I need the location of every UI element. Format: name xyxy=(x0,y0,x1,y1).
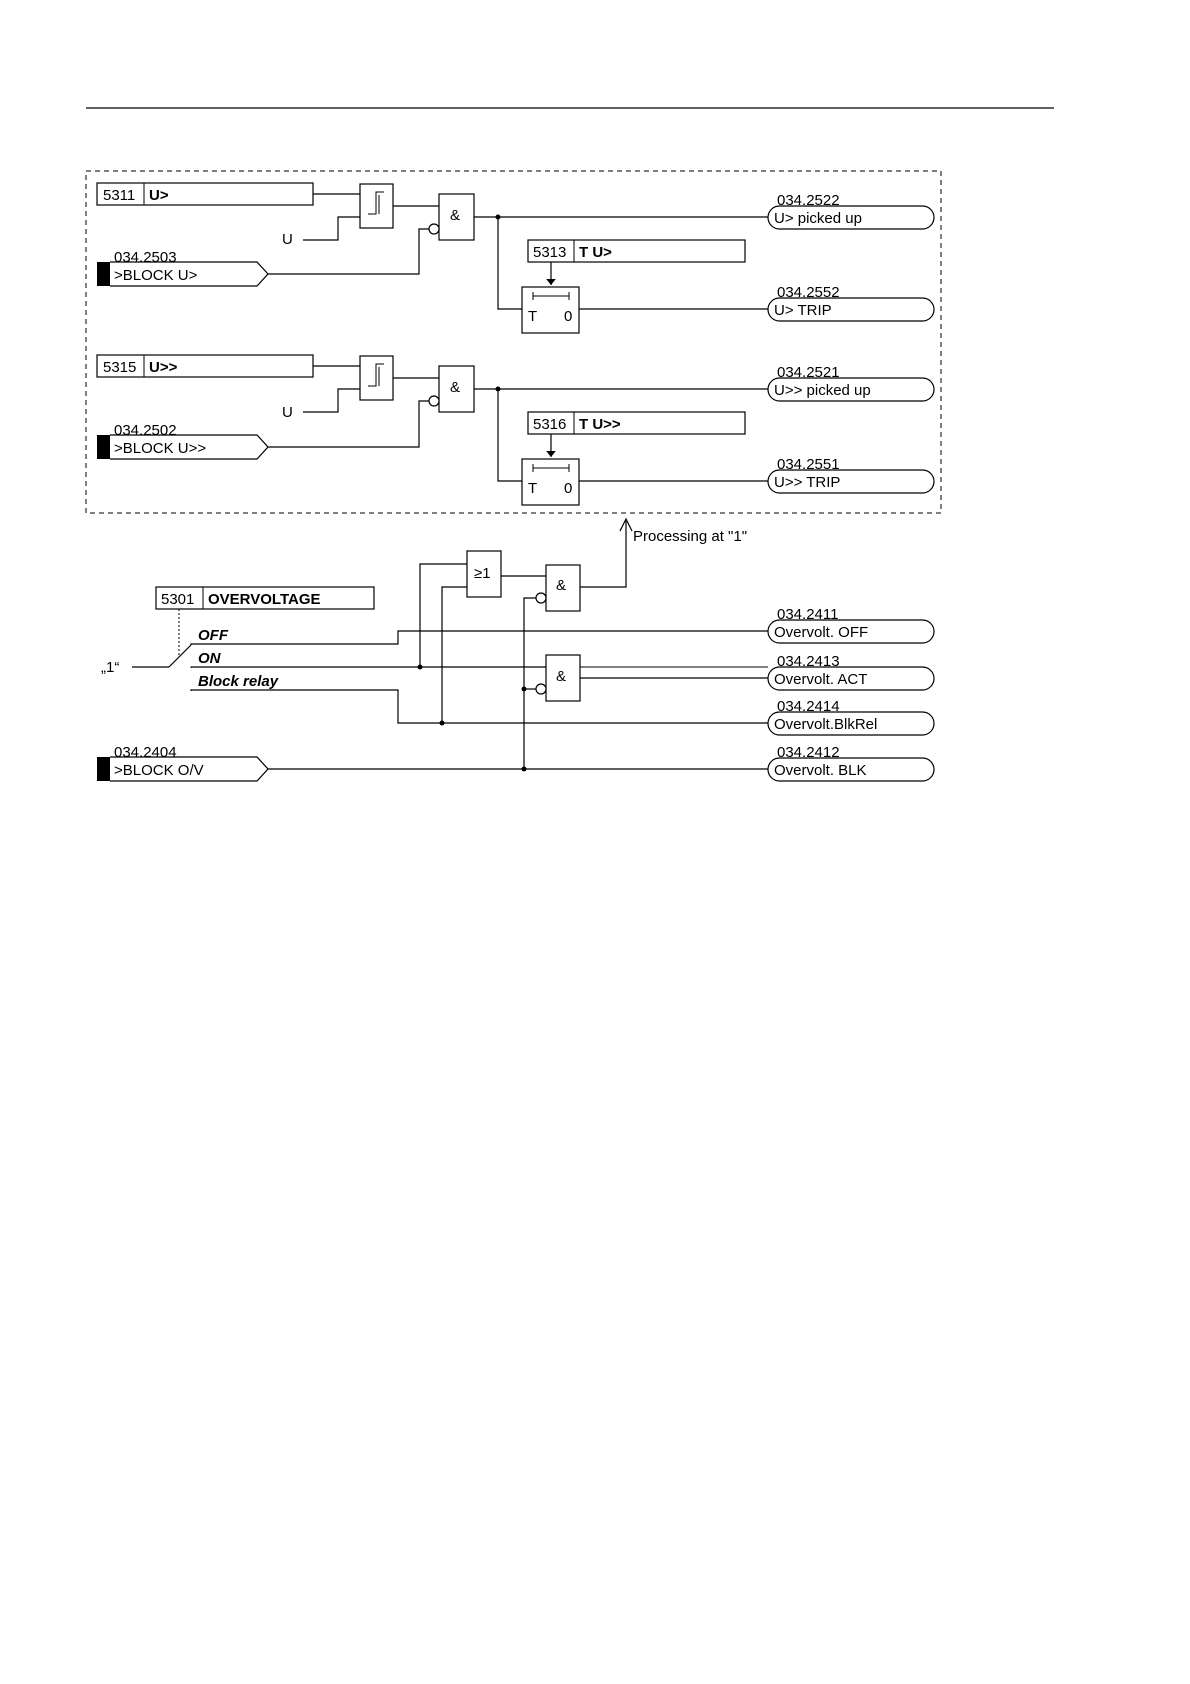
output-trip xyxy=(767,469,935,494)
timer-block xyxy=(521,286,580,334)
block-input-label: >BLOCK U> xyxy=(114,267,198,284)
block-input-id: 034.2503 xyxy=(114,249,177,266)
output-trip-id: 034.2551 xyxy=(777,456,840,473)
timer-param-number: 5316 xyxy=(533,416,566,433)
output-trip xyxy=(767,297,935,322)
output-pickup-label: U> picked up xyxy=(774,210,862,227)
threshold-block xyxy=(359,355,394,401)
timer-param-name: T U> xyxy=(579,244,612,261)
measurand-label: U xyxy=(282,231,293,248)
option-block-relay: Block relay xyxy=(198,673,279,690)
param-number: 5315 xyxy=(103,359,136,376)
block-input-label: >BLOCK U>> xyxy=(114,440,206,457)
param-name: OVERVOLTAGE xyxy=(208,591,321,608)
option-off: OFF xyxy=(198,627,229,644)
or-label: ≥1 xyxy=(474,565,491,582)
timer-param-name: T U>> xyxy=(579,416,621,433)
output-overvolt-off xyxy=(767,619,935,644)
and-gate-2 xyxy=(545,654,581,702)
output-blkrel-label: Overvolt.BlkRel xyxy=(774,716,877,733)
function-frame xyxy=(85,170,942,514)
param-name: U> xyxy=(149,187,169,204)
input-marker xyxy=(97,262,110,286)
and-label-2: & xyxy=(556,668,566,685)
output-off-label: Overvolt. OFF xyxy=(774,624,868,641)
output-overvolt-blkrel xyxy=(767,711,935,736)
output-pickup-id: 034.2521 xyxy=(777,364,840,381)
and-gate xyxy=(438,365,475,413)
output-off-id: 034.2411 xyxy=(777,606,838,623)
control-logic: Processing at "1" ≥1 & 5301 OVERVOLTAGE … xyxy=(97,517,935,782)
timer-zero: 0 xyxy=(564,480,572,497)
output-blk-label: Overvolt. BLK xyxy=(774,762,867,779)
switch-input-label: „1“ xyxy=(101,659,119,676)
and-label: & xyxy=(450,379,460,396)
option-on: ON xyxy=(198,650,222,667)
output-pickup-id: 034.2522 xyxy=(777,192,840,209)
timer-zero: 0 xyxy=(564,308,572,325)
output-trip-label: U> TRIP xyxy=(774,302,832,319)
or-gate xyxy=(466,550,502,598)
threshold-icon xyxy=(368,363,384,387)
output-blkrel-id: 034.2414 xyxy=(777,698,840,715)
output-blk-id: 034.2412 xyxy=(777,744,840,761)
output-trip-label: U>> TRIP xyxy=(774,474,840,491)
input-marker xyxy=(97,757,110,781)
param-number: 5301 xyxy=(161,591,194,608)
threshold-icon xyxy=(368,191,384,215)
output-overvolt-blk xyxy=(767,757,935,782)
output-overvolt-act xyxy=(767,666,935,691)
negation-circle-1 xyxy=(535,592,547,604)
timer-param-box-5313 xyxy=(527,239,746,263)
timer-param-box-5316 xyxy=(527,411,746,435)
negation-circle-2 xyxy=(535,683,547,695)
negation-circle xyxy=(428,223,440,235)
block-ov-id: 034.2404 xyxy=(114,744,177,761)
and-gate xyxy=(438,193,475,241)
output-act-id: 034.2413 xyxy=(777,653,840,670)
output-pickup xyxy=(767,377,935,402)
selector-switch xyxy=(168,644,192,668)
output-trip-id: 034.2552 xyxy=(777,284,840,301)
processing-label: Processing at "1" xyxy=(633,528,747,545)
block-ov-label: >BLOCK O/V xyxy=(114,762,204,779)
input-marker xyxy=(97,435,110,459)
param-name: U>> xyxy=(149,359,178,376)
and-gate-1 xyxy=(545,564,581,612)
and-label: & xyxy=(450,207,460,224)
block-input-id: 034.2502 xyxy=(114,422,177,439)
group-u-greater: 5311 U> U & 034.2503 >BLOCK U> 5313 T U>… xyxy=(96,182,935,334)
param-box-5301 xyxy=(155,586,375,610)
timer-param-number: 5313 xyxy=(533,244,566,261)
output-pickup-label: U>> picked up xyxy=(774,382,871,399)
and-label-1: & xyxy=(556,577,566,594)
timer-t: T xyxy=(528,480,537,497)
negation-circle xyxy=(428,395,440,407)
group-u-double-greater: 5315 U>> U & 034.2502 >BLOCK U>> 5316 T … xyxy=(96,354,935,506)
param-number: 5311 xyxy=(103,187,135,204)
timer-t: T xyxy=(528,308,537,325)
output-act-label: Overvolt. ACT xyxy=(774,671,867,688)
measurand-label: U xyxy=(282,404,293,421)
output-pickup xyxy=(767,205,935,230)
